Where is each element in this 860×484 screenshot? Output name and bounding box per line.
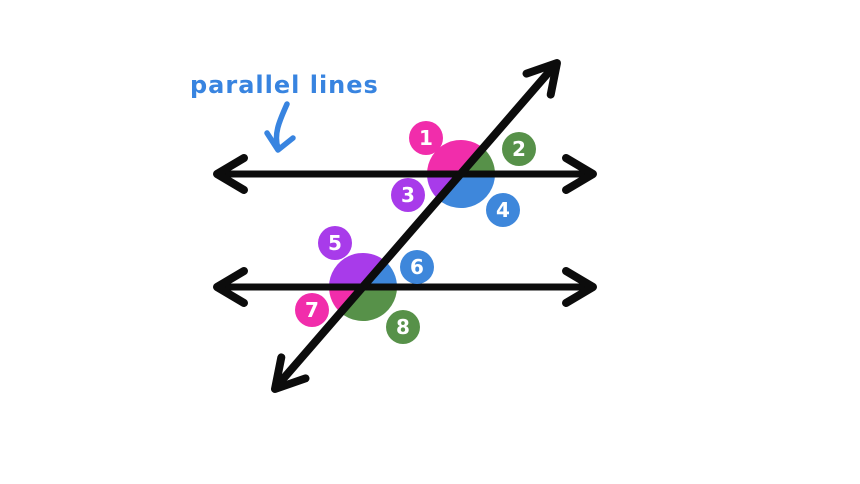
- angle-badge-8-label: 8: [396, 315, 410, 339]
- angle-badge-4-label: 4: [496, 198, 510, 222]
- annotation-parallel-lines-label: parallel lines: [190, 71, 379, 99]
- transversal-top-arrowhead-icon: [522, 59, 561, 99]
- angle-badge-3-circle: [391, 178, 425, 212]
- angle-badge-1-label: 1: [419, 126, 433, 150]
- angle-badge-1: 1: [409, 121, 443, 155]
- transversal-line: [273, 61, 559, 390]
- angle-badge-3: 3: [391, 178, 425, 212]
- angle-badge-8-circle: [386, 310, 420, 344]
- lower-line-right-arrowhead-icon: [562, 267, 597, 307]
- upper-line-right-arrowhead-icon: [562, 154, 597, 194]
- angle-badge-3-label: 3: [401, 183, 415, 207]
- transversal-bottom-arrowhead-icon: [271, 353, 310, 393]
- angle-badge-4: 4: [486, 193, 520, 227]
- upper-line-left-arrowhead-icon: [213, 154, 248, 194]
- angle-badge-7: 7: [295, 293, 329, 327]
- angle-badge-4-circle: [486, 193, 520, 227]
- annotation-down-arrowhead-icon: [264, 130, 296, 153]
- angle-badge-5-label: 5: [328, 231, 342, 255]
- angle-badge-2: 2: [502, 132, 536, 166]
- angle-4-wedge: [438, 174, 495, 209]
- angle-8-wedge: [340, 287, 398, 322]
- angle-badge-7-circle: [295, 293, 329, 327]
- angle-badge-5: 5: [318, 226, 352, 260]
- angle-badge-6-circle: [400, 250, 434, 284]
- angle-badge-6-label: 6: [410, 255, 424, 279]
- angle-badge-2-circle: [502, 132, 536, 166]
- angle-1-wedge: [426, 139, 484, 174]
- lower-line-left-arrowhead-icon: [213, 267, 248, 307]
- angle-badge-8: 8: [386, 310, 420, 344]
- angle-badge-7-label: 7: [305, 298, 319, 322]
- angle-badge-6: 6: [400, 250, 434, 284]
- angle-badge-5-circle: [318, 226, 352, 260]
- angle-badge-1-circle: [409, 121, 443, 155]
- angle-5-wedge: [329, 252, 386, 287]
- angle-badge-2-label: 2: [512, 137, 526, 161]
